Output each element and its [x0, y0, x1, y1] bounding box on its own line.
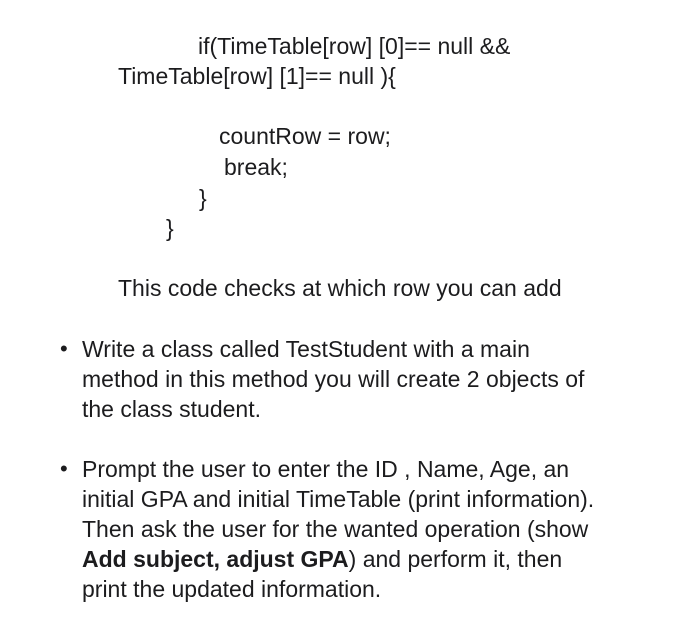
code-line-close-if: } [199, 185, 207, 211]
list-item-line: Prompt the user to enter the ID , Name, … [82, 456, 570, 482]
list-item-line: method in this method you will create 2 … [82, 366, 585, 392]
list-item-line: the class student. [82, 396, 261, 422]
code-line-break: break; [224, 154, 288, 180]
list-item-line: print the updated information. [82, 576, 382, 602]
list-item-line: Then ask the user for the wanted operati… [82, 516, 589, 542]
code-line-condition: TimeTable[row] [1]== null ){ [118, 63, 396, 89]
bold-operations: Add subject, adjust GPA [82, 546, 349, 572]
bullet-dot-icon: • [60, 456, 68, 481]
list-item-text: Write a class called TestStudent with a … [82, 334, 682, 424]
after-bold-text: ) and perform it, then [348, 546, 563, 572]
list-item-line: Write a class called TestStudent with a … [82, 336, 530, 362]
bullet-dot-icon: • [60, 336, 68, 361]
list-item-line: initial GPA and initial TimeTable (print… [82, 486, 595, 512]
code-caption: This code checks at which row you can ad… [118, 275, 562, 301]
code-line-close-loop: } [166, 215, 174, 241]
code-line-assign: countRow = row; [219, 123, 391, 149]
list-item-line: Add subject, adjust GPA) and perform it,… [82, 544, 682, 574]
code-line-if: if(TimeTable[row] [0]== null && [198, 33, 511, 59]
list-item-text: Prompt the user to enter the ID , Name, … [82, 454, 682, 604]
